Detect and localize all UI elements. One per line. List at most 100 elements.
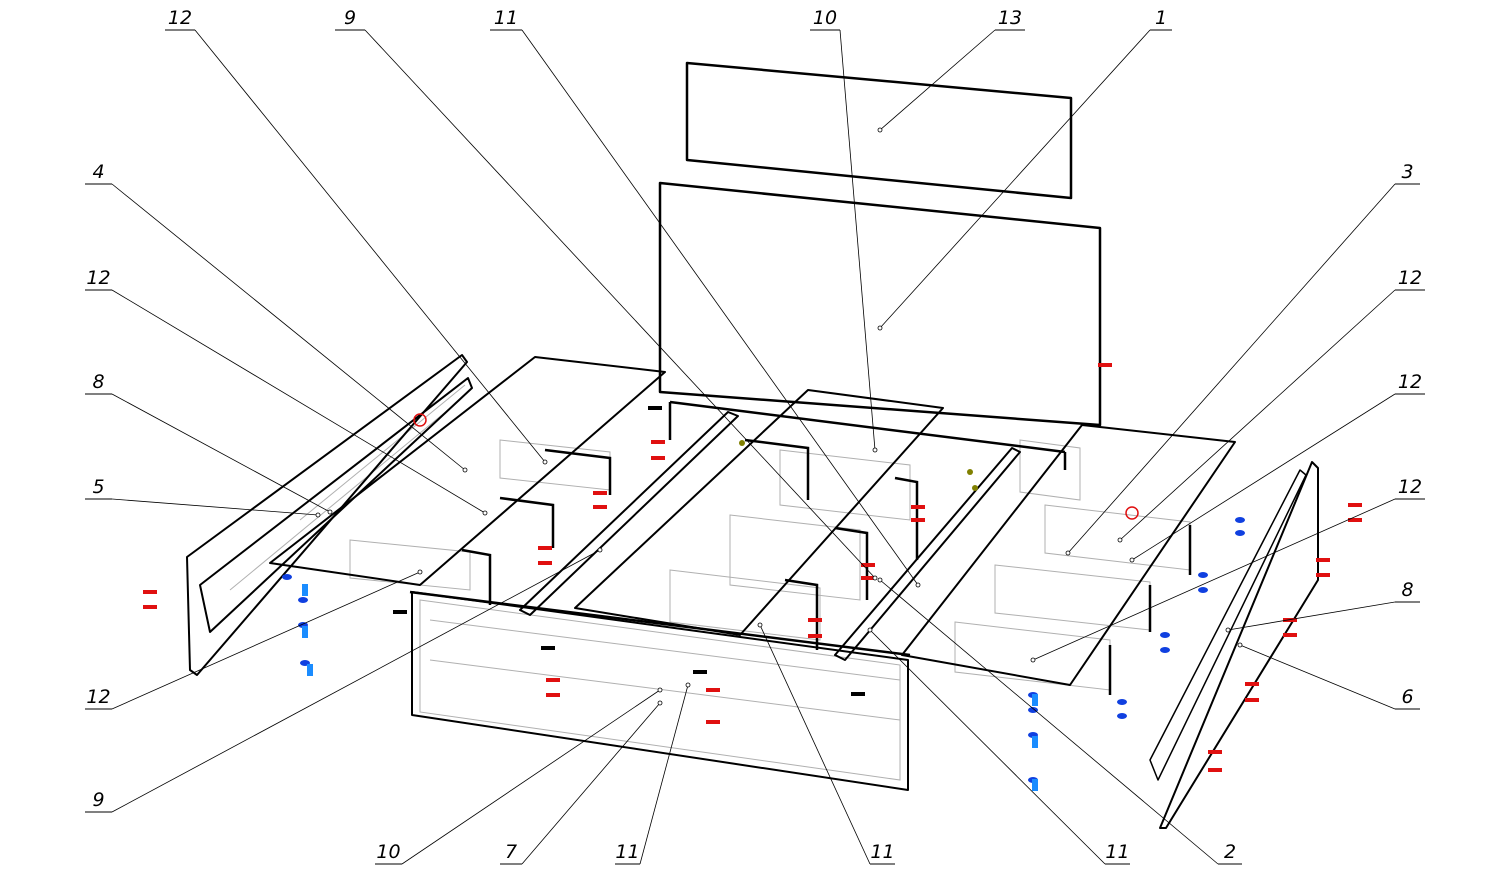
dowel-icon: [1028, 707, 1038, 713]
callout-c-top-1: 1: [877, 7, 1172, 331]
bolt-icon: [541, 646, 555, 650]
leader-line: [111, 498, 319, 516]
leader-point: [482, 510, 488, 516]
confirmat-screw-icon: [706, 688, 720, 692]
hidden-line: [729, 514, 861, 601]
hidden-line: [499, 439, 611, 491]
leader-line: [401, 689, 661, 865]
leader-line: [879, 579, 1219, 865]
callout-c-top-9: 9: [335, 7, 878, 581]
confirmat-screw-icon: [808, 634, 822, 638]
leader-point: [872, 447, 878, 453]
eccentric-pin-icon: [302, 626, 308, 638]
eccentric-pin-icon: [302, 584, 308, 596]
callout-c-bot-2: 2: [877, 577, 1242, 865]
bolt-icon: [851, 692, 865, 696]
callout-c-right-12c: 12: [1030, 476, 1425, 663]
callout-c-bot-11b: 11: [757, 622, 895, 865]
leader-line: [869, 629, 1106, 865]
confirmat-screw-icon: [1098, 363, 1112, 367]
callout-c-left-5: 5: [85, 476, 321, 518]
callout-number: 7: [505, 841, 517, 863]
leader-point: [657, 687, 663, 693]
callout-number: 11: [615, 841, 639, 863]
callout-c-bot-10: 10: [375, 687, 663, 865]
confirmat-screw-icon: [143, 605, 157, 609]
callout-c-top-10: 10: [810, 7, 878, 453]
callout-number: 6: [1401, 686, 1413, 708]
leader-point: [685, 682, 691, 688]
cam-lock-icon: [967, 469, 973, 475]
confirmat-screw-icon: [546, 693, 560, 697]
support-edge: [894, 476, 919, 560]
leader-point: [877, 127, 883, 133]
callout-c-left-12a: 12: [85, 267, 488, 516]
hidden-line: [954, 621, 1111, 691]
leader-line: [521, 702, 661, 865]
dowel-icon: [298, 597, 308, 603]
leader-line: [639, 684, 689, 865]
confirmat-screw-icon: [651, 440, 665, 444]
confirmat-screw-icon: [911, 518, 925, 522]
support-edge: [544, 448, 612, 495]
eccentric-pin-icon: [307, 664, 313, 676]
callout-number: 5: [92, 476, 104, 498]
confirmat-screw-icon: [546, 678, 560, 682]
callout-number: 8: [1401, 579, 1413, 601]
support-edge: [744, 438, 810, 500]
leader-point: [872, 575, 878, 581]
callout-c-left-8: 8: [85, 371, 333, 515]
callout-c-top-11: 11: [490, 7, 921, 588]
confirmat-screw-icon: [651, 456, 665, 460]
leader-point: [877, 577, 883, 583]
confirmat-screw-icon: [1316, 573, 1330, 577]
leader-point: [1117, 537, 1123, 543]
confirmat-screw-icon: [593, 491, 607, 495]
callout-number: 11: [870, 841, 894, 863]
leader-point: [315, 512, 321, 518]
callout-number: 12: [1398, 267, 1422, 289]
leader-point: [462, 467, 468, 473]
leader-point: [1237, 642, 1243, 648]
callout-number: 9: [344, 7, 356, 29]
leader-point: [657, 700, 663, 706]
leader-line: [879, 29, 996, 131]
leader-line: [111, 183, 466, 471]
cam-housing-icon: [413, 413, 427, 427]
callout-number: 13: [998, 7, 1022, 29]
dowel-icon: [1117, 713, 1127, 719]
part-9-left-rail: [519, 411, 739, 616]
callout-number: 12: [86, 686, 110, 708]
eccentric-pin-icon: [1032, 694, 1038, 706]
cam-lock-icon: [739, 440, 745, 446]
callout-c-right-12a: 12: [1117, 267, 1425, 543]
eccentric-pin-icon: [1032, 736, 1038, 748]
leader-point: [757, 622, 763, 628]
hidden-line: [349, 539, 471, 591]
bolt-icon: [393, 610, 407, 614]
part-6-right-side: [1159, 461, 1319, 829]
dowel-icon: [1235, 517, 1245, 523]
bolt-icon: [693, 670, 707, 674]
callout-number: 12: [168, 7, 192, 29]
confirmat-screw-icon: [808, 618, 822, 622]
leader-point: [542, 459, 548, 465]
dowel-icon: [1235, 530, 1245, 536]
cam-lock-icon: [972, 485, 978, 491]
callout-number: 9: [92, 789, 104, 811]
callout-number: 12: [1398, 476, 1422, 498]
part-10-center-board: [574, 389, 944, 636]
leader-line: [521, 29, 919, 586]
leader-line: [1131, 393, 1396, 561]
leader-line: [1067, 183, 1396, 554]
confirmat-screw-icon: [1245, 698, 1259, 702]
support-edge: [784, 578, 819, 650]
leader-line: [194, 29, 546, 463]
leader-point: [1030, 657, 1036, 663]
leader-point: [1065, 550, 1071, 556]
part-2-inner-side: [1149, 469, 1307, 781]
leader-line: [1032, 498, 1396, 661]
part-3-right-board: [901, 424, 1236, 686]
